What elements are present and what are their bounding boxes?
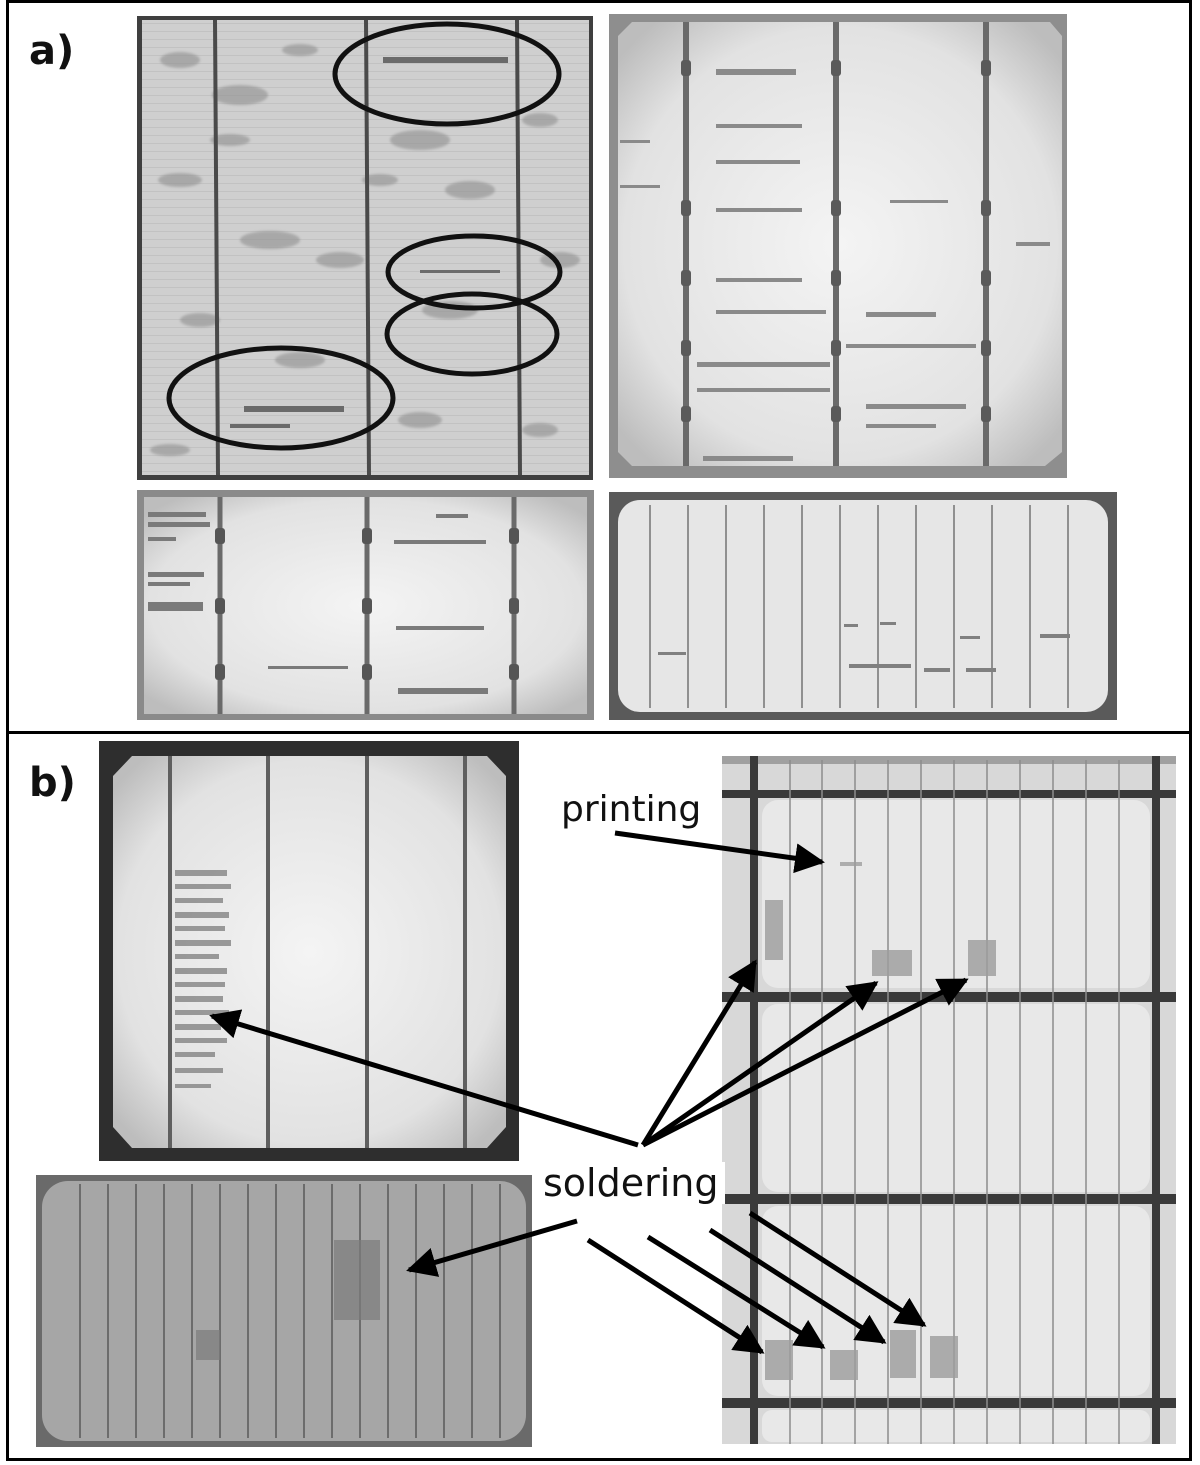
callout-soldering: soldering: [537, 1162, 725, 1204]
el-image-cell-soldering: [99, 741, 519, 1161]
arrow-soldering-7: [646, 1234, 826, 1350]
arrow-soldering-4: [641, 977, 969, 1148]
callout-printing: printing: [557, 790, 706, 830]
annotation-arrows: [209, 830, 969, 1355]
arrow-soldering-8: [708, 1227, 887, 1345]
arrow-soldering-6: [586, 1237, 765, 1355]
arrow-soldering-9: [748, 1210, 927, 1328]
arrow-soldering-3: [641, 980, 879, 1148]
el-image-module-bottom-left: [36, 1175, 532, 1447]
panel-a-label: a): [29, 28, 75, 74]
el-image-cell-finger-interruptions: [609, 14, 1067, 478]
arrow-soldering-2: [640, 959, 758, 1147]
arrow-printing: [614, 830, 825, 874]
arrow-soldering-5: [406, 1218, 578, 1277]
el-image-cell-strip-left: [137, 490, 594, 720]
panel-b-label: b): [29, 760, 76, 806]
arrow-soldering-1: [209, 1009, 639, 1148]
el-image-cell-strip-right: [609, 492, 1117, 720]
el-image-cell-cracks: [137, 16, 593, 480]
